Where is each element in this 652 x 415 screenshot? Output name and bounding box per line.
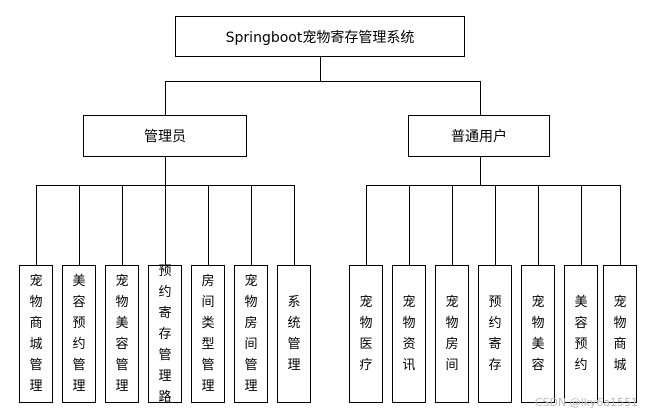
leaf-node: 宠物商城管理 [19, 265, 53, 403]
leaf-node-label: 宠物资讯 [402, 295, 416, 373]
leaf-node: 预约寄存管理路 [148, 264, 182, 405]
leaf-node-label: 宠物商城管理 [29, 274, 43, 394]
connector-user-leaf-1 [366, 185, 367, 265]
connector-admin-leaf-4 [165, 185, 166, 265]
watermark-text: CSDN @lky6a1551 [534, 396, 638, 409]
leaf-node: 宠物美容管理 [105, 265, 139, 403]
leaf-node-label: 宠物商城 [613, 295, 627, 373]
leaf-node-label: 宠物美容管理 [115, 274, 129, 394]
leaf-node: 宠物商城 [603, 265, 637, 403]
connector-user-leaf-6 [581, 185, 582, 265]
leaf-node-label: 宠物房间 [445, 295, 459, 373]
leaf-node-label: 预约寄存 [488, 295, 502, 373]
connector-to-admin [165, 81, 166, 115]
branch-node-label: 管理员 [144, 129, 186, 145]
leaf-node-label: 房间类型管理 [201, 274, 215, 394]
connector-admin-leaf-6 [251, 185, 252, 265]
leaf-node: 房间类型管理 [191, 265, 225, 403]
branch-node-label: 普通用户 [451, 129, 507, 145]
leaf-node-label: 系统管理 [287, 295, 301, 373]
connector-user-leaf-5 [538, 185, 539, 265]
connector-to-user [480, 81, 481, 115]
connector-admin-leaf-2 [79, 185, 80, 265]
connector-admin-leaf-5 [208, 185, 209, 265]
leaf-node-label: 预约寄存管理路 [158, 263, 172, 405]
leaf-node: 预约寄存 [478, 265, 512, 403]
connector-user-leaf-2 [409, 185, 410, 265]
leaf-node-label: 美容预约管理 [72, 274, 86, 394]
branch-node-user: 普通用户 [408, 115, 550, 157]
leaf-node-label: 宠物房间管理 [244, 274, 258, 394]
branch-node-admin: 管理员 [83, 115, 247, 157]
connector-user-horizontal [366, 185, 620, 186]
connector-root-horizontal [165, 81, 480, 82]
leaf-node: 宠物美容 [521, 265, 555, 403]
root-node: Springboot宠物寄存管理系统 [175, 16, 465, 57]
connector-admin-leaf-1 [36, 185, 37, 265]
leaf-node-label: 宠物医疗 [359, 295, 373, 373]
leaf-node: 宠物房间管理 [234, 265, 268, 403]
leaf-node: 宠物房间 [435, 265, 469, 403]
leaf-node: 美容预约管理 [62, 265, 96, 403]
connector-admin-leaf-3 [122, 185, 123, 265]
leaf-node: 宠物医疗 [349, 265, 383, 403]
connector-admin-down [165, 157, 166, 185]
leaf-node-label: 宠物美容 [531, 295, 545, 373]
connector-user-leaf-3 [452, 185, 453, 265]
connector-root-down [320, 57, 321, 81]
leaf-node-label: 美容预约 [574, 295, 588, 373]
connector-user-leaf-4 [495, 185, 496, 265]
connector-user-down [480, 157, 481, 185]
leaf-node: 系统管理 [277, 265, 311, 403]
connector-admin-leaf-7 [294, 185, 295, 265]
leaf-node: 宠物资讯 [392, 265, 426, 403]
connector-user-leaf-7 [620, 185, 621, 265]
root-node-label: Springboot宠物寄存管理系统 [225, 29, 415, 46]
leaf-node: 美容预约 [564, 265, 598, 403]
